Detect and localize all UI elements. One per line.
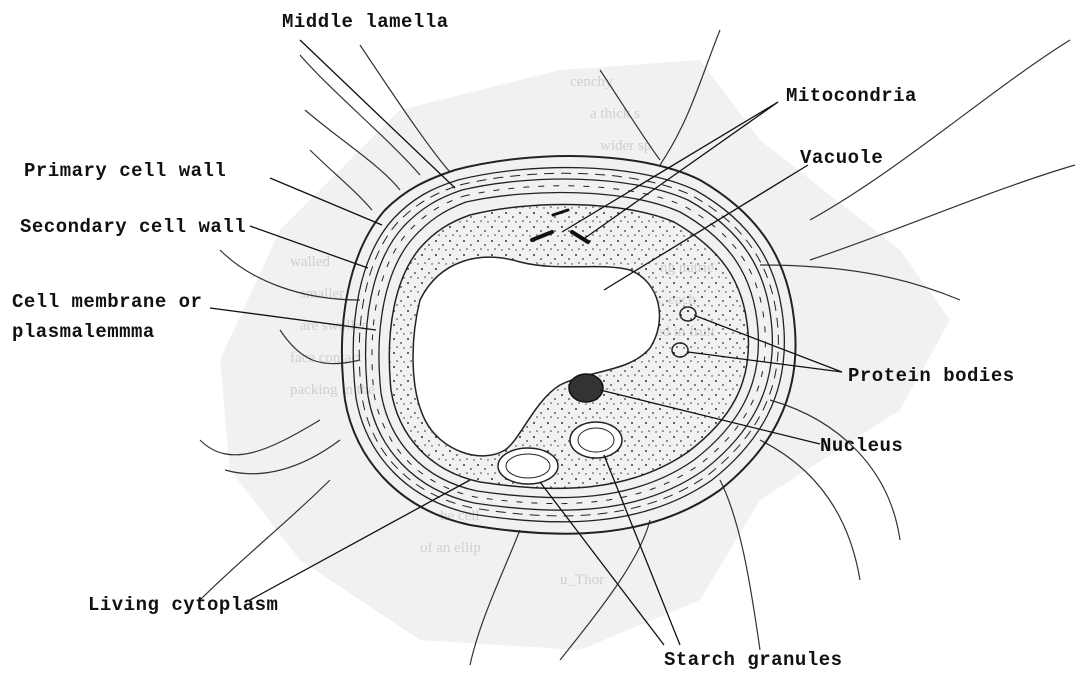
label-middle-lamella: Middle lamella (282, 11, 449, 33)
label-starch-granules: Starch granules (664, 649, 843, 671)
label-protein-bodies: Protein bodies (848, 365, 1015, 387)
label-living-cytoplasm: Living cytoplasm (88, 594, 278, 616)
nucleus (569, 374, 603, 402)
label-secondary-cell-wall: Secondary cell wall (20, 216, 246, 238)
label-mitocondria: Mitocondria (786, 85, 917, 107)
svg-text:walled: walled (290, 254, 330, 270)
svg-text:packing in the: packing in the (290, 382, 375, 398)
svg-text:u_Thor: u_Thor (560, 572, 604, 588)
svg-text:of an ellip: of an ellip (420, 540, 481, 556)
svg-text:wider sp: wider sp (600, 138, 651, 154)
label-primary-cell-wall: Primary cell wall (24, 160, 226, 182)
label-nucleus: Nucleus (820, 435, 903, 457)
label-cell-membrane: Cell membrane or (12, 291, 202, 313)
svg-text:are swollen: are swollen (300, 318, 369, 334)
label-vacuole: Vacuole (800, 147, 883, 169)
label-plasmalemma: plasmalemmma (12, 321, 155, 343)
svg-text:cenchy: cenchy (570, 74, 613, 90)
